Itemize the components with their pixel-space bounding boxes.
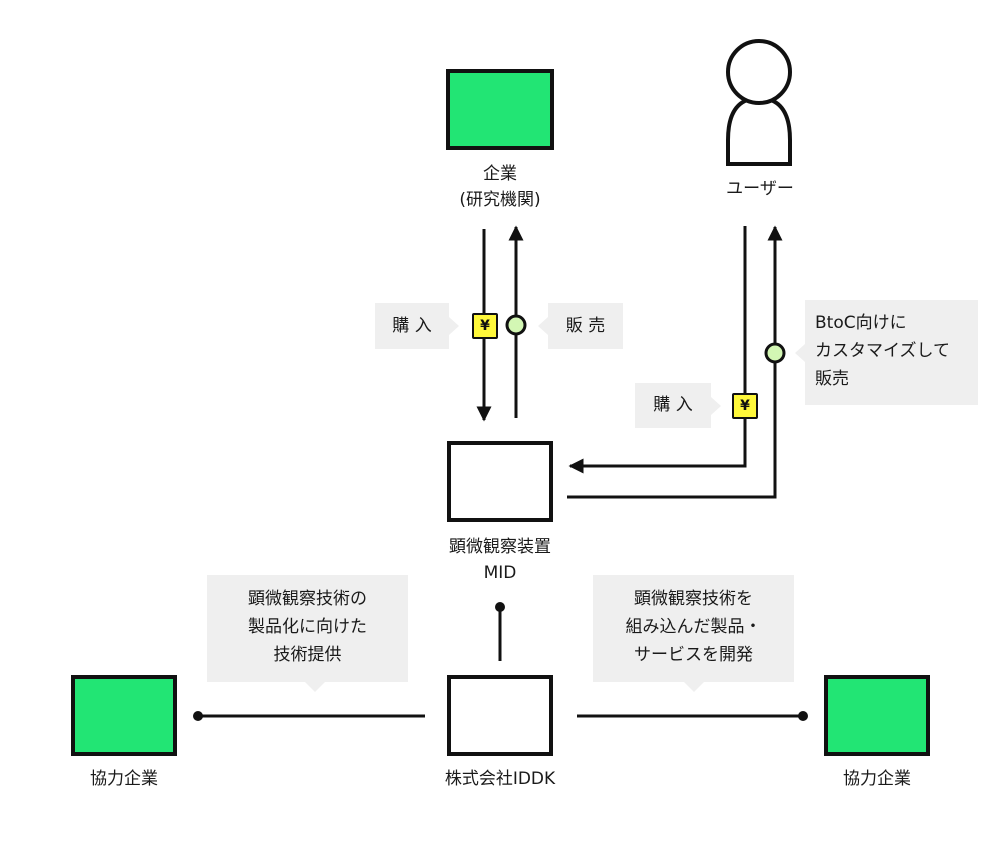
company-purchase-label: 購 入 <box>392 316 432 336</box>
left-partner-callout: 顕微観察技術の 製品化に向けた 技術提供 <box>207 575 408 692</box>
connector-dot <box>798 711 808 721</box>
company-research-label-line1: 企業 <box>483 164 517 184</box>
right-partner-label-line1: 顕微観察技術を <box>634 589 753 609</box>
iddk-label: 株式会社IDDK <box>444 769 556 789</box>
yen-icon: ¥ <box>732 393 758 419</box>
mid-label-line2: MID <box>483 563 517 583</box>
callout-tail <box>449 317 459 335</box>
left-partner-label-line1: 顕微観察技術の <box>248 589 367 609</box>
mid-label: 顕微観察装置 MID <box>410 534 590 586</box>
person-icon <box>726 39 792 166</box>
iddk-box <box>447 675 553 756</box>
user-sale-label-line2: カスタマイズして <box>815 341 950 361</box>
partner-right-label: 協力企業 <box>843 769 911 789</box>
partner-right-box <box>824 675 930 756</box>
right-partner-label-line2: 組み込んだ製品・ <box>625 617 762 637</box>
partner-left-label: 協力企業 <box>90 769 158 789</box>
company-research-box <box>446 69 554 150</box>
company-research-label-line2: (研究機関) <box>459 190 541 210</box>
callout-tail <box>305 682 325 692</box>
user-sale-label-line1: BtoC向けに <box>815 313 907 333</box>
mid-label-line1: 顕微観察装置 <box>449 537 551 557</box>
company-research-label: 企業 (研究機関) <box>410 161 590 213</box>
user-label: ユーザー <box>726 179 794 199</box>
connector-dot <box>193 711 203 721</box>
right-partner-callout: 顕微観察技術を 組み込んだ製品・ サービスを開発 <box>593 575 794 692</box>
user-purchase-callout: 購 入 <box>635 383 721 428</box>
user-sale-arrow <box>567 225 783 499</box>
sale-dot-icon <box>764 342 786 364</box>
left-partner-label-line3: 技術提供 <box>273 645 342 665</box>
user-sale-callout: BtoC向けに カスタマイズして 販売 <box>795 300 978 405</box>
right-partner-label-line3: サービスを開発 <box>634 645 753 665</box>
callout-tail <box>538 317 548 335</box>
partner-left-box <box>71 675 177 756</box>
callout-tail <box>711 397 721 415</box>
left-partner-label-line2: 製品化に向けた <box>248 617 367 637</box>
connector-dot <box>495 602 505 612</box>
yen-icon: ¥ <box>472 313 498 339</box>
user-purchase-arrow <box>568 226 747 474</box>
sale-dot-icon <box>505 314 527 336</box>
company-sale-callout: 販 売 <box>538 303 623 349</box>
mid-box <box>447 441 553 522</box>
company-sale-label: 販 売 <box>565 316 606 336</box>
callout-tail <box>684 682 704 692</box>
callout-tail <box>795 344 805 362</box>
company-purchase-callout: 購 入 <box>375 303 459 349</box>
user-sale-label-line3: 販売 <box>815 369 849 389</box>
user-purchase-label: 購 入 <box>653 395 693 415</box>
